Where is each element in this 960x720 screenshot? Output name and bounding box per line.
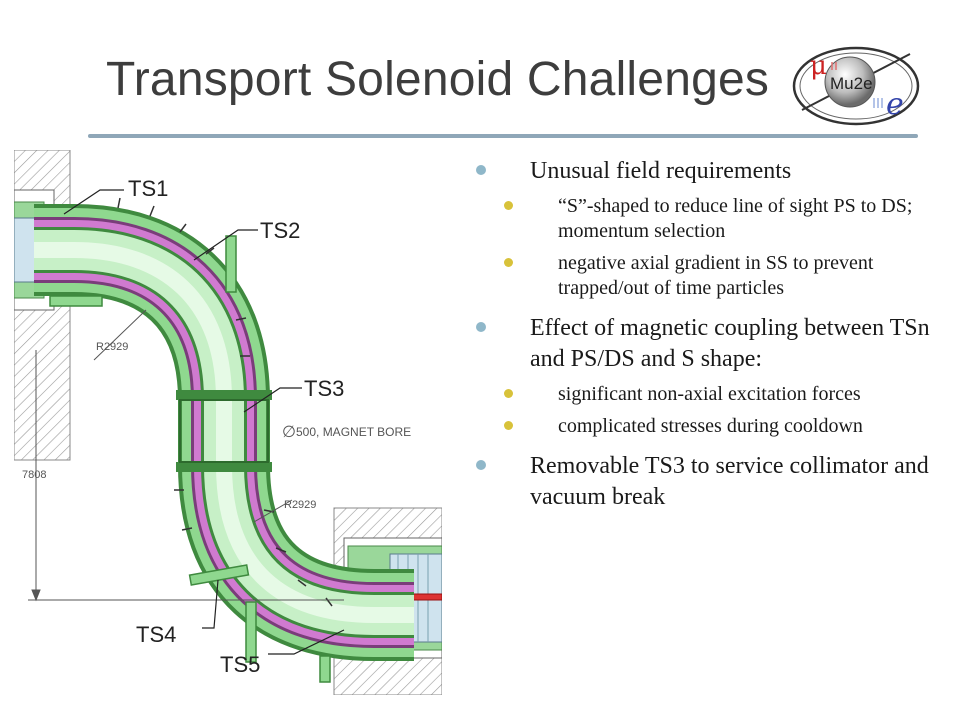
label-radius-upper: R2929 — [96, 341, 128, 353]
dimension-line — [28, 350, 344, 602]
sub-bullet-dot — [504, 389, 513, 398]
label-ts5: TS5 — [220, 652, 260, 677]
label-dimension: 7808 — [22, 469, 46, 481]
bullet-list: Unusual field requirements “S”-shaped to… — [474, 150, 944, 513]
bullet-item: Removable TS3 to service collimator and … — [474, 451, 944, 513]
sub-bullet-text: “S”-shaped to reduce line of sight PS to… — [558, 195, 913, 242]
sub-bullet-dot — [504, 201, 513, 210]
bullet-item: Effect of magnetic coupling between TSn … — [474, 313, 944, 375]
sub-bullet-item: significant non-axial excitation forces — [474, 382, 944, 407]
label-ts1: TS1 — [128, 176, 168, 201]
sub-bullet-item: complicated stresses during cooldown — [474, 414, 944, 439]
mu2e-logo: Mu2e μ e — [792, 46, 920, 126]
bullet-dot — [476, 322, 486, 332]
label-radius-lower: R2929 — [284, 499, 316, 511]
transport-solenoid-diagram: TS1 TS2 TS3 TS4 TS5 R2929 R2929 7808 ∅ 5… — [14, 150, 442, 695]
title-underline — [88, 134, 918, 138]
label-ts3: TS3 — [304, 376, 344, 401]
label-bore: 500, MAGNET BORE — [296, 425, 411, 439]
s-shaped-solenoid — [34, 204, 414, 661]
bullet-dot — [476, 460, 486, 470]
sub-bullet-dot — [504, 258, 513, 267]
bullet-text: Removable TS3 to service collimator and … — [530, 453, 929, 510]
bullet-text: Effect of magnetic coupling between TSn … — [530, 315, 930, 372]
sub-bullet-text: complicated stresses during cooldown — [558, 415, 863, 437]
logo-mu: μ — [810, 51, 827, 81]
ts3-flange-bottom — [176, 462, 272, 472]
label-ts2: TS2 — [260, 218, 300, 243]
label-bore-symbol: ∅ — [282, 424, 296, 441]
bullet-text: Unusual field requirements — [530, 158, 792, 184]
bullet-dot — [476, 165, 486, 175]
logo-e: e — [886, 87, 904, 122]
sub-bullet-item: negative axial gradient in SS to prevent… — [474, 251, 944, 301]
sub-bullet-dot — [504, 421, 513, 430]
logo-text: Mu2e — [830, 74, 873, 93]
ts3-flange-top — [176, 390, 272, 400]
sub-bullet-text: significant non-axial excitation forces — [558, 383, 861, 405]
sub-bullet-item: “S”-shaped to reduce line of sight PS to… — [474, 194, 944, 244]
bullet-item: Unusual field requirements — [474, 156, 944, 187]
slide-title: Transport Solenoid Challenges — [106, 53, 770, 106]
sub-bullet-text: negative axial gradient in SS to prevent… — [558, 252, 874, 299]
label-ts4: TS4 — [136, 622, 176, 647]
